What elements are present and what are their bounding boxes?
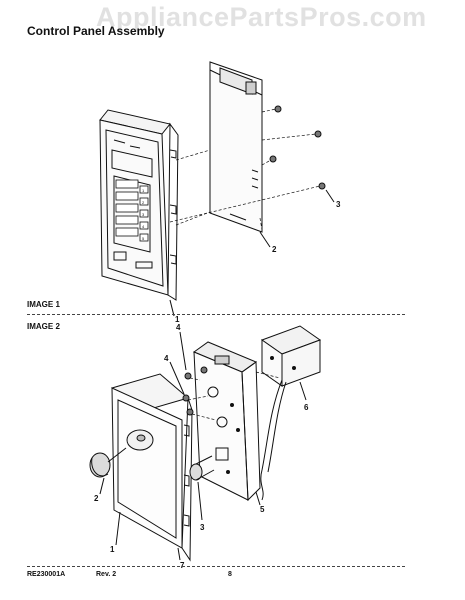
callout-6-switch: 6: [304, 403, 309, 412]
callout-3-image1: 3: [336, 200, 341, 209]
callout-1-image1: 1: [175, 315, 180, 324]
callout-4-image2-top: 4: [176, 323, 181, 332]
callout-5-bracket: 5: [260, 505, 265, 514]
key-label: 5: [142, 236, 145, 241]
circuit-board: [209, 61, 263, 233]
callout-2-image1: 2: [272, 245, 277, 254]
callout-7-image2: 7: [180, 561, 185, 570]
image2-label: IMAGE 2: [27, 322, 60, 331]
footer-revision: Rev. 2: [96, 571, 117, 578]
screws-image1: [269, 105, 326, 190]
watermark: AppliancePartsPros.com: [96, 2, 427, 32]
knob: [89, 447, 127, 478]
switch-box: [260, 325, 322, 501]
page-title: Control Panel Assembly: [27, 24, 165, 38]
callout-3-image2: 3: [200, 523, 205, 532]
section-divider: [27, 314, 405, 315]
shaft-bushing: [189, 455, 215, 481]
footer-page-number: 8: [228, 571, 232, 578]
callout-2-image2: 2: [94, 494, 99, 503]
key-label: 2: [142, 200, 145, 205]
screws-image2: [182, 366, 208, 416]
mounting-bracket: [192, 341, 261, 502]
callout-1-image2: 1: [110, 545, 115, 554]
footer-doc-id: RE230001A: [27, 571, 66, 578]
callout-4-image2: 4: [164, 354, 169, 363]
panel-keypad: 1 2 3 4 5: [115, 179, 149, 242]
control-panel-front: [99, 109, 179, 301]
key-label: 3: [142, 212, 145, 217]
key-label: 1: [142, 188, 145, 193]
key-label: 4: [142, 224, 145, 229]
footer-divider: [27, 566, 405, 567]
front-panel-image2: [110, 373, 193, 562]
image1-label: IMAGE 1: [27, 300, 60, 309]
